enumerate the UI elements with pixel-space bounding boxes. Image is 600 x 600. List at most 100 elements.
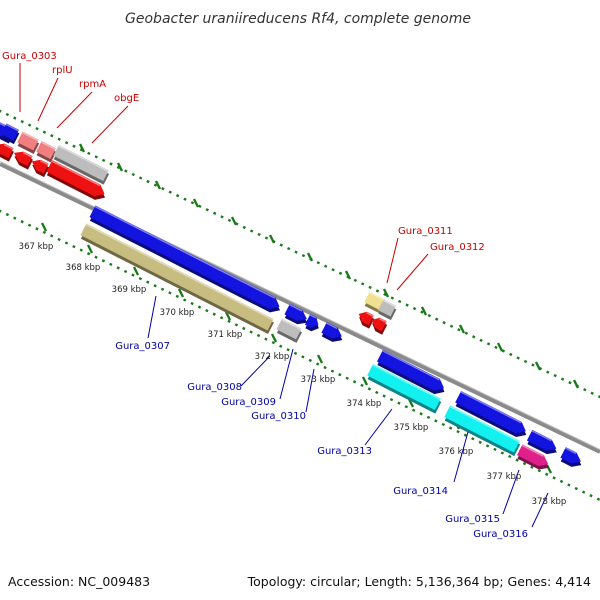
feature-gene-0310: [321, 322, 343, 342]
upper-minor-tick: [146, 179, 150, 184]
scale-label: 373 kbp: [301, 375, 336, 385]
feature-gene-0309: [276, 318, 302, 343]
lower-minor-tick: [596, 497, 600, 501]
upper-minor-tick: [42, 130, 47, 134]
lower-minor-tick: [397, 401, 401, 405]
lower-minor-tick: [13, 216, 17, 220]
lower-minor-tick: [567, 483, 571, 487]
feature-rna-5: [358, 311, 375, 329]
upper-major-tick: [306, 252, 314, 262]
lower-minor-tick: [249, 330, 253, 334]
feature-gene-0313-face: [367, 363, 441, 411]
lower-minor-tick: [256, 333, 261, 338]
lower-minor-tick: [522, 462, 527, 466]
lower-minor-tick: [123, 269, 128, 274]
map-title: Geobacter uraniireducens Rf4, complete g…: [125, 11, 471, 27]
feature-gene-0306-highlight: [94, 205, 276, 299]
upper-minor-tick: [338, 271, 343, 275]
upper-minor-tick: [168, 190, 172, 194]
feature-gene-0313a: [376, 349, 445, 395]
feature-gene-0312: [378, 299, 397, 321]
feature-gene-0303: [1, 123, 20, 145]
upper-minor-tick: [190, 201, 195, 205]
lower-minor-tick: [35, 227, 39, 231]
feature-gene-0315-highlight: [521, 444, 544, 457]
scale-label: 377 kbp: [487, 472, 522, 482]
feature-gene-0312-face: [378, 299, 396, 317]
feature-gene-0314-highlight: [449, 405, 520, 443]
lower-minor-tick: [463, 433, 468, 437]
lower-minor-tick: [434, 419, 438, 423]
upper-minor-tick: [398, 299, 402, 304]
feature-gene-0314a-face: [455, 390, 526, 434]
upper-minor-tick: [420, 310, 424, 314]
leader-line: [240, 355, 271, 387]
upper-minor-tick: [87, 151, 91, 155]
lower-minor-tick: [27, 223, 32, 227]
upper-minor-tick: [405, 303, 409, 307]
upper-minor-tick: [316, 261, 320, 265]
lower-minor-tick: [581, 490, 586, 494]
feature-gene-0313a-highlight: [382, 350, 440, 381]
lower-minor-tick: [345, 376, 349, 380]
lower-minor-tick: [271, 341, 276, 345]
leader-line: [279, 348, 294, 400]
lower-minor-tick: [190, 301, 194, 306]
feature-gene-0316-highlight: [565, 447, 577, 455]
upper-minor-tick: [242, 225, 246, 230]
feature-gene-0308a-face: [284, 303, 307, 321]
upper-minor-tick: [583, 388, 587, 392]
upper-minor-tick: [375, 289, 380, 293]
lower-minor-tick: [0, 209, 2, 213]
scale-label: 368 kbp: [66, 263, 101, 273]
upper-minor-tick: [35, 126, 39, 131]
upper-minor-tick: [472, 335, 476, 339]
lower-minor-tick: [20, 220, 24, 224]
feature-layer: [0, 122, 582, 470]
scale-label: 371 kbp: [208, 330, 243, 340]
lower-minor-tick: [293, 351, 298, 355]
gene-label-red: rplU: [52, 65, 73, 76]
feature-gene-rplu-highlight: [21, 131, 39, 142]
upper-minor-tick: [435, 317, 439, 321]
upper-minor-tick: [124, 169, 128, 173]
lower-minor-tick: [242, 326, 246, 331]
upper-major-tick: [116, 162, 124, 172]
upper-minor-tick: [523, 359, 528, 364]
feature-gene-0307: [80, 223, 274, 335]
feature-gene-0303-face: [1, 123, 19, 141]
lower-minor-tick: [72, 244, 76, 249]
lower-minor-tick: [109, 262, 113, 267]
gene-label-red: rpmA: [79, 79, 106, 90]
lower-minor-tick: [50, 234, 54, 238]
gene-label-blue: Gura_0315: [445, 514, 500, 525]
lower-minor-tick: [404, 405, 409, 409]
feature-gene-obge-face: [53, 144, 109, 182]
upper-minor-tick: [546, 370, 550, 374]
lower-minor-tick: [441, 422, 445, 427]
leader-line: [531, 492, 549, 528]
gene-label-blue: Gura_0310: [251, 411, 306, 422]
lower-minor-tick: [537, 469, 541, 473]
leader-line: [502, 469, 520, 515]
lower-minor-tick: [138, 276, 143, 281]
leader-line: [56, 91, 93, 129]
feature-gene-0314-face: [444, 405, 520, 453]
feature-gene-0308a-highlight: [289, 303, 303, 312]
lower-minor-tick: [589, 494, 593, 498]
upper-minor-tick: [264, 236, 269, 240]
upper-minor-tick: [220, 215, 224, 219]
lower-major-tick: [177, 288, 185, 298]
upper-minor-tick: [161, 186, 165, 191]
scale-label: 370 kbp: [160, 308, 195, 318]
lower-minor-tick: [64, 241, 69, 245]
upper-minor-tick: [138, 176, 143, 180]
lower-minor-tick: [57, 237, 61, 242]
feature-rna-1-highlight: [3, 143, 14, 150]
gene-label-blue: Gura_0316: [473, 529, 528, 540]
backbone-layer: [0, 161, 600, 454]
lower-minor-tick: [552, 476, 556, 480]
lower-minor-tick: [360, 383, 364, 388]
